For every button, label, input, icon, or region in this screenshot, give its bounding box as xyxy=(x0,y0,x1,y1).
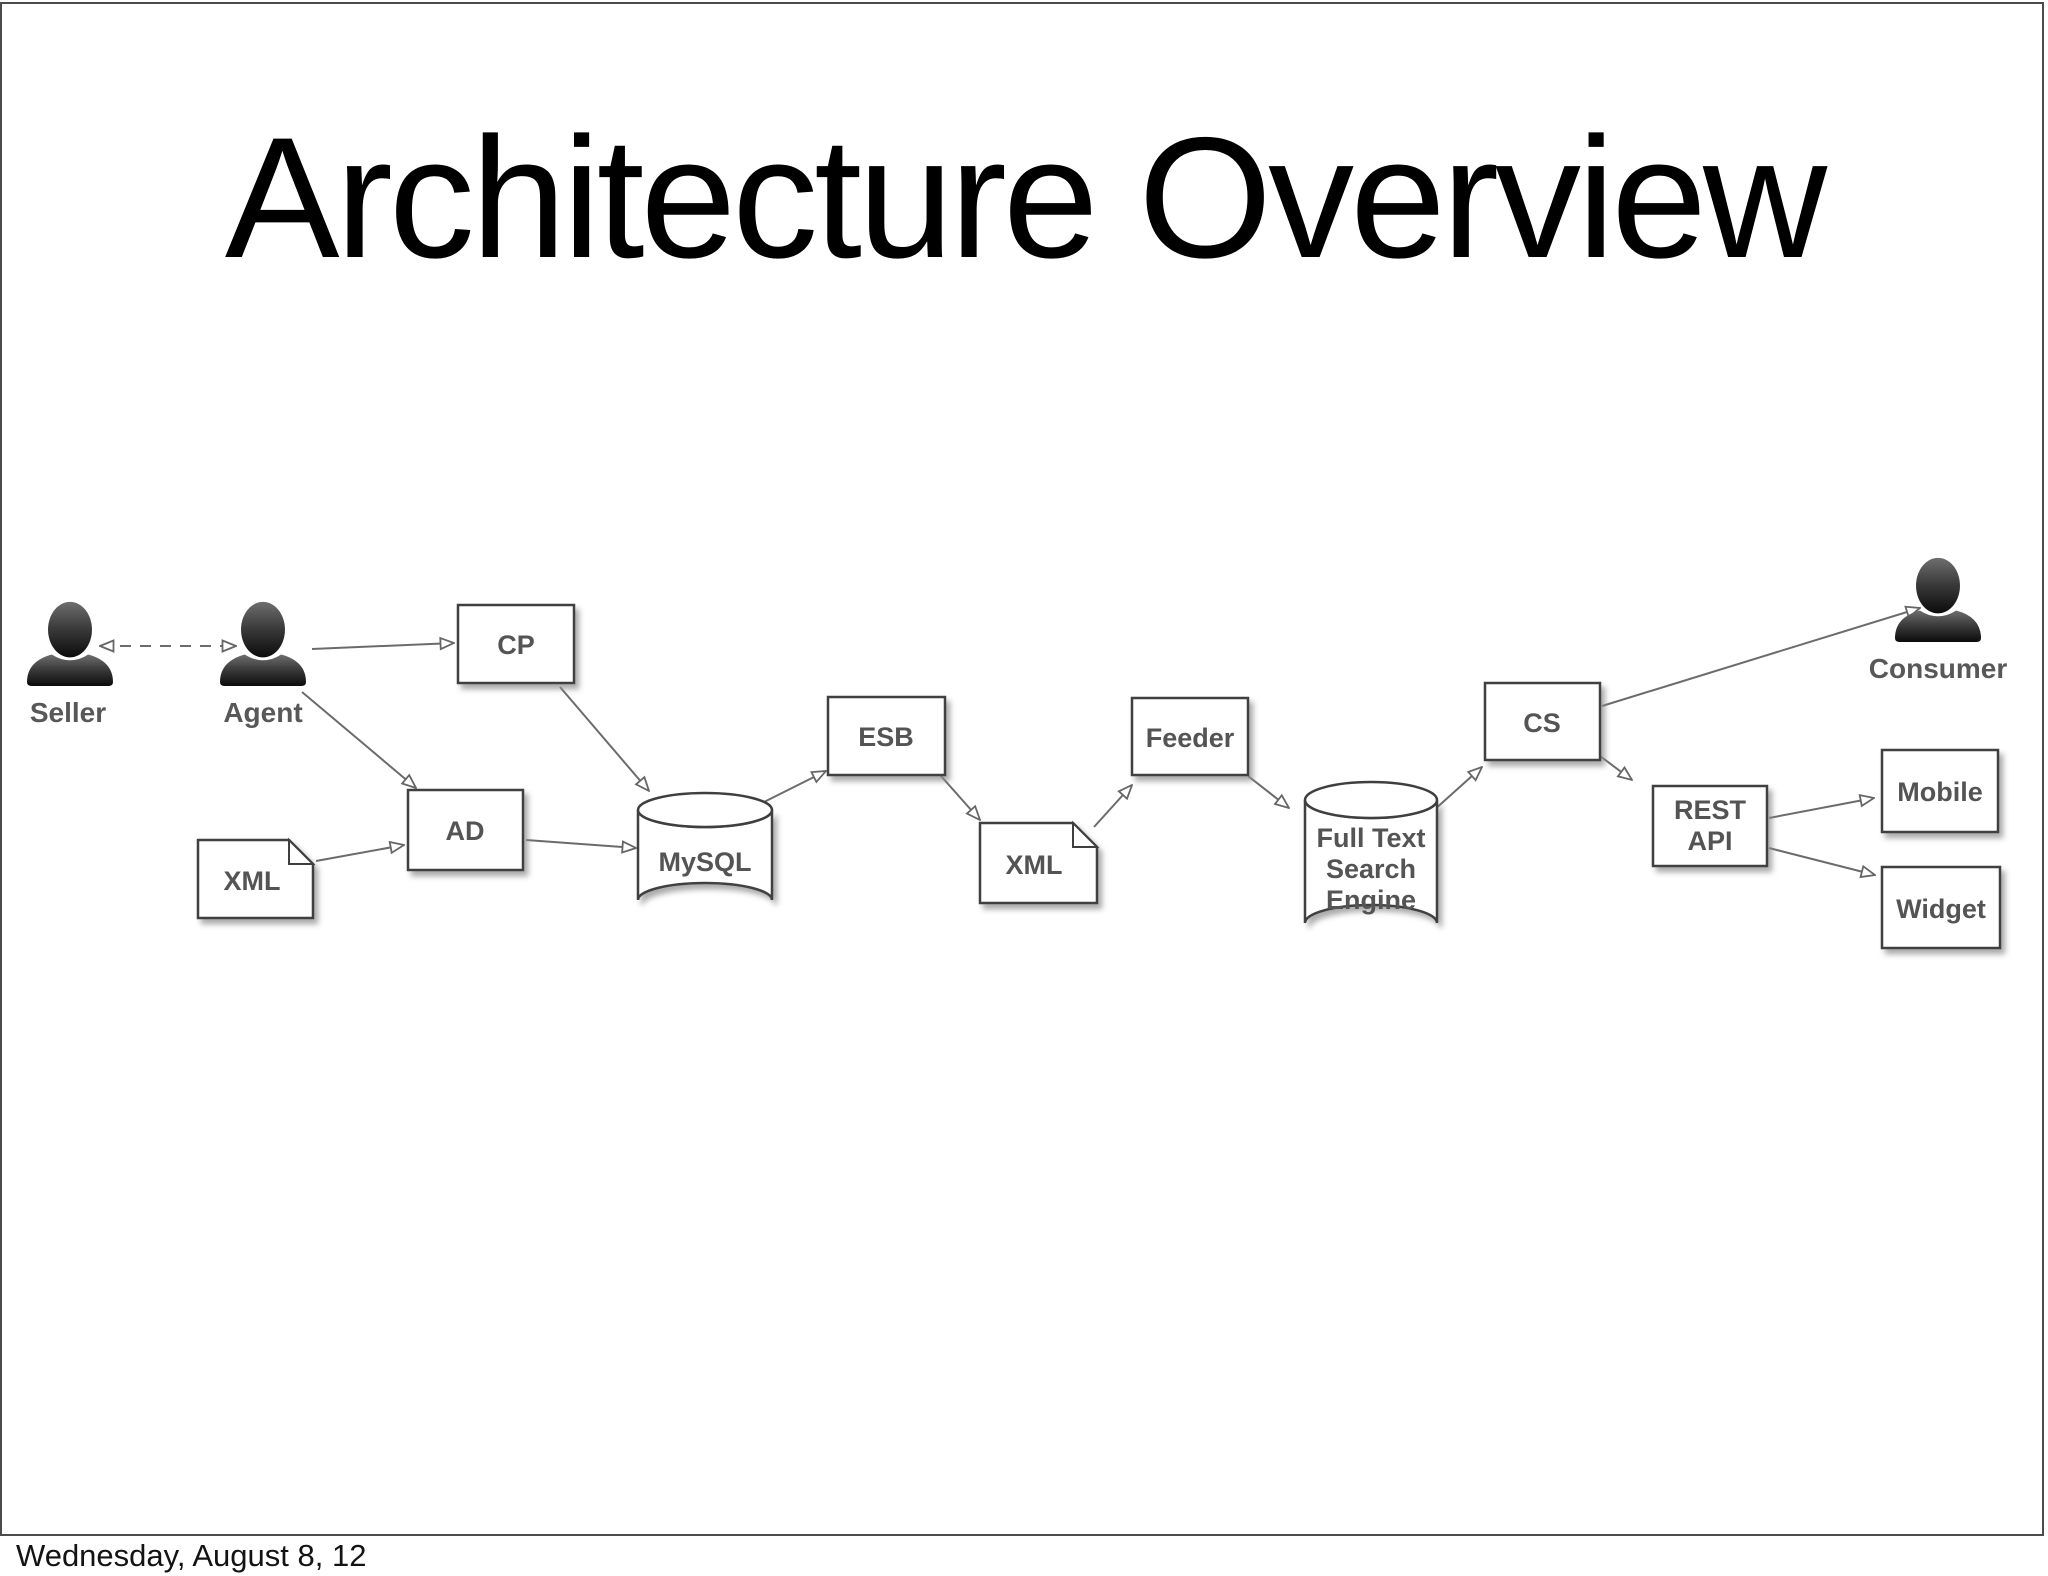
slide-footer-date: Wednesday, August 8, 12 xyxy=(16,1538,367,1573)
edge-cs-rest-api xyxy=(1599,755,1632,780)
xml-export-document xyxy=(978,821,1099,905)
edge-rest-api-mobile xyxy=(1768,798,1874,819)
fts-cylinder-top xyxy=(1303,780,1439,820)
node-cs: CS xyxy=(1483,681,1602,762)
xml-source-folded-corner xyxy=(288,837,316,865)
fts-label-line2: Search xyxy=(1326,854,1416,884)
rest-api-label-line1: REST xyxy=(1674,795,1747,825)
slide-title: Architecture Overview xyxy=(224,102,1827,294)
edge-xml-source-ad xyxy=(315,845,404,862)
edge-fts-cs xyxy=(1432,767,1482,812)
node-xml-source: XML xyxy=(196,837,316,920)
rest-api-label-line2: API xyxy=(1687,826,1732,856)
feeder-box xyxy=(1130,696,1250,777)
feeder-label: Feeder xyxy=(1146,723,1235,753)
widget-label: Widget xyxy=(1896,894,1986,924)
edge-ad-mysql xyxy=(525,839,636,848)
fts-label-line1: Full Text xyxy=(1316,823,1425,853)
consumer-label: Consumer xyxy=(1869,653,2008,684)
widget-box xyxy=(1880,865,2002,950)
xml-source-document xyxy=(196,838,315,920)
actor-consumer: Consumer xyxy=(1869,557,2008,684)
node-mysql: MySQL xyxy=(636,791,774,901)
actor-agent: Agent xyxy=(220,601,306,728)
node-ad: AD xyxy=(406,788,525,872)
edge-cs-consumer xyxy=(1601,608,1920,707)
fts-label-line3: Engine xyxy=(1326,885,1416,915)
xml-export-folded-corner xyxy=(1072,820,1100,848)
rest-api-box xyxy=(1651,784,1769,868)
actor-seller: Seller xyxy=(27,601,113,728)
edge-rest-api-widget xyxy=(1768,847,1875,875)
seller-person-icon xyxy=(27,601,113,686)
ad-box xyxy=(406,788,525,872)
node-mobile: Mobile xyxy=(1880,748,2000,834)
edge-mysql-esb xyxy=(763,771,826,803)
edge-feeder-fts xyxy=(1247,775,1289,808)
agent-label: Agent xyxy=(223,697,302,728)
esb-label: ESB xyxy=(858,722,914,752)
edge-cp-mysql xyxy=(559,686,649,791)
edge-agent-cp xyxy=(311,643,454,649)
node-xml-export: XML xyxy=(978,820,1100,905)
esb-box xyxy=(826,695,947,777)
edge-agent-ad xyxy=(301,691,416,788)
node-feeder: Feeder xyxy=(1130,696,1250,777)
xml-export-label: XML xyxy=(1006,850,1063,880)
cs-label: CS xyxy=(1523,708,1561,738)
cp-label: CP xyxy=(497,630,535,660)
ad-label: AD xyxy=(446,816,485,846)
node-widget: Widget xyxy=(1880,865,2002,950)
consumer-person-icon xyxy=(1895,557,1981,642)
cp-box xyxy=(456,603,576,685)
mobile-label: Mobile xyxy=(1897,777,1983,807)
node-esb: ESB xyxy=(826,695,947,777)
agent-person-icon xyxy=(220,601,306,686)
seller-label: Seller xyxy=(30,697,106,728)
edge-esb-xml-export xyxy=(940,775,980,820)
node-cp: CP xyxy=(456,603,576,685)
mobile-box xyxy=(1880,748,2000,834)
mysql-cylinder-top xyxy=(636,791,774,829)
cs-box xyxy=(1483,681,1602,762)
xml-source-label: XML xyxy=(224,866,281,896)
edge-xml-export-feeder xyxy=(1093,785,1132,828)
diagram-edges xyxy=(100,608,1920,875)
mysql-label: MySQL xyxy=(658,847,751,877)
slide-frame xyxy=(0,2,2044,1536)
